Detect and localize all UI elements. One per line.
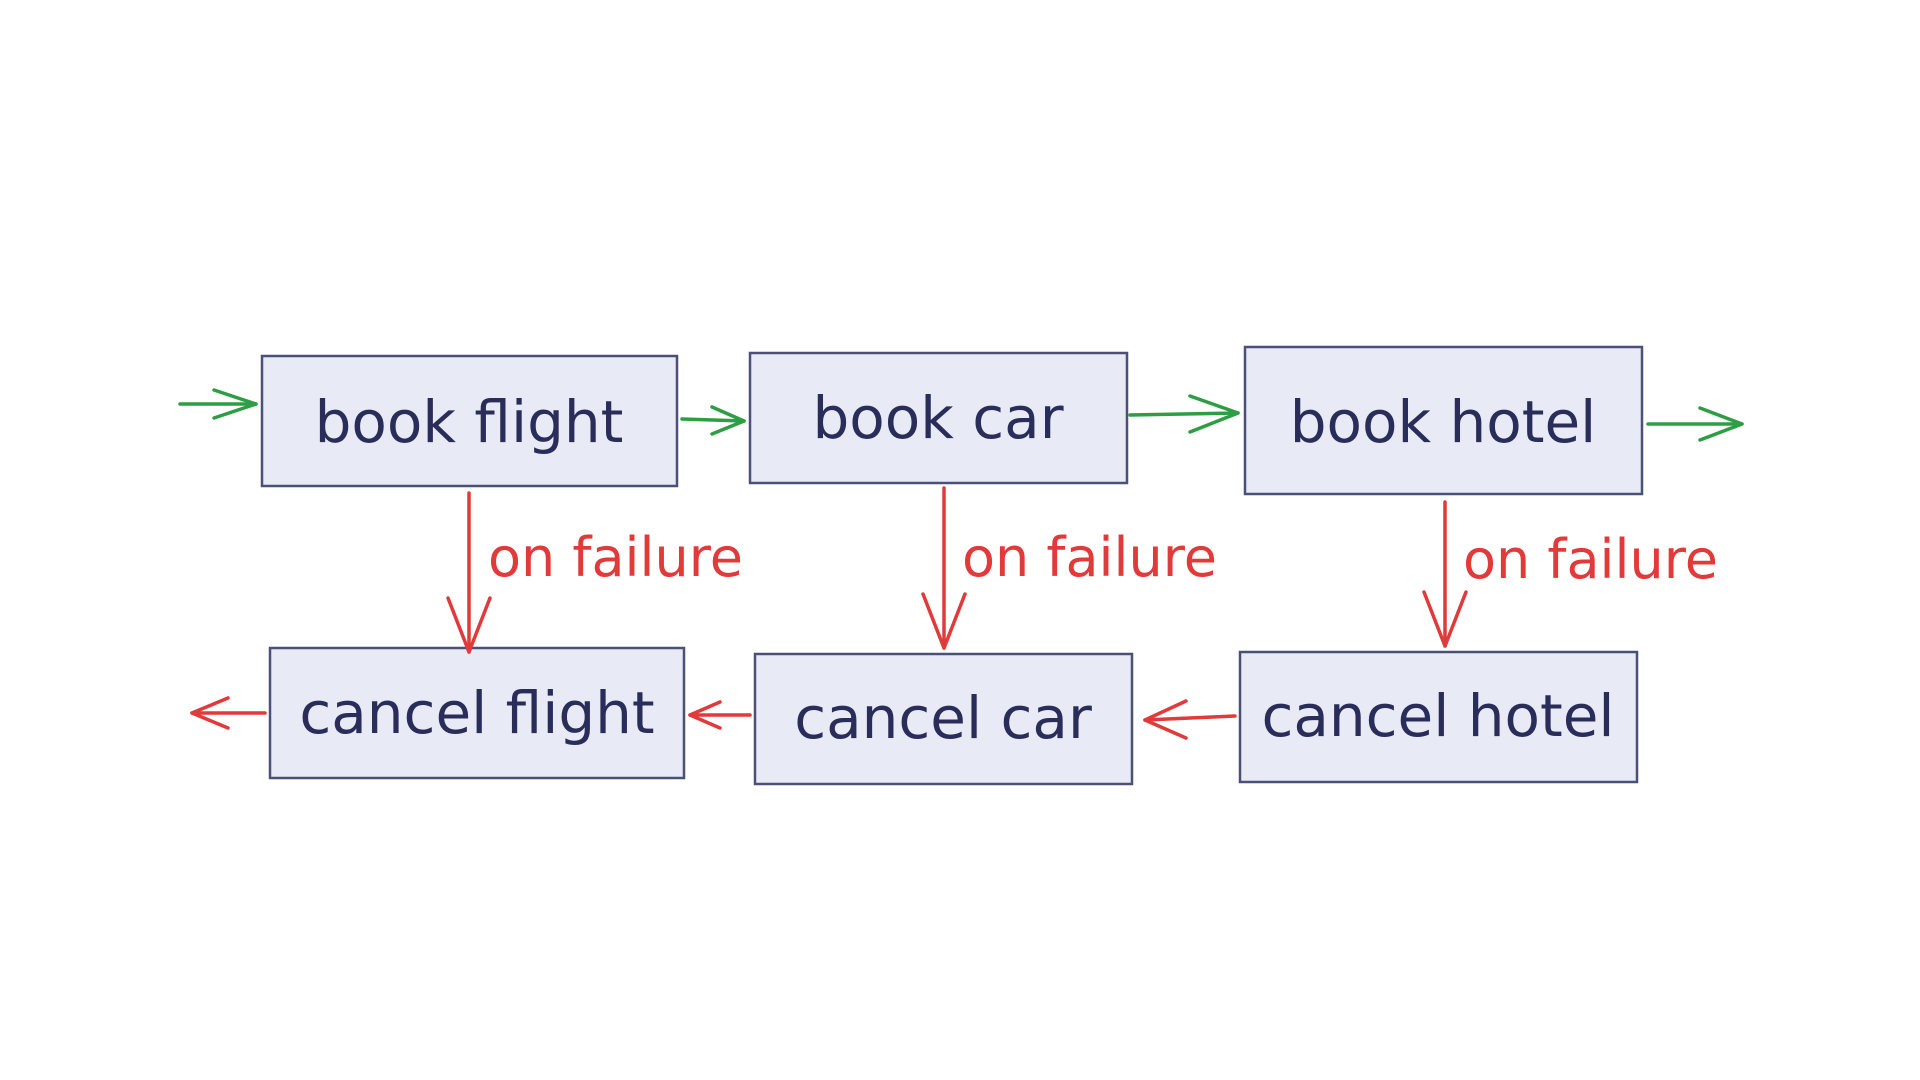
node-book-flight: book flight bbox=[260, 354, 679, 488]
node-cancel-car-label: cancel car bbox=[794, 684, 1092, 752]
node-cancel-hotel-label: cancel hotel bbox=[1261, 682, 1614, 750]
node-cancel-flight-label: cancel flight bbox=[299, 679, 654, 747]
success-arrow-exit bbox=[1646, 406, 1744, 442]
compensation-arrow-hotel-to-car bbox=[1143, 699, 1237, 740]
failure-label-car: on failure bbox=[962, 526, 1217, 589]
compensation-arrow-exit bbox=[190, 696, 267, 730]
failure-arrow-hotel bbox=[1422, 500, 1468, 648]
failure-arrow-flight bbox=[446, 491, 492, 654]
node-book-hotel-label: book hotel bbox=[1290, 388, 1597, 456]
compensation-arrow-car-to-flight bbox=[688, 700, 752, 730]
node-cancel-car: cancel car bbox=[753, 652, 1134, 786]
node-book-hotel: book hotel bbox=[1243, 345, 1644, 496]
failure-label-hotel: on failure bbox=[1463, 528, 1718, 591]
success-arrow-flight-to-car bbox=[680, 405, 746, 436]
node-cancel-hotel: cancel hotel bbox=[1238, 650, 1639, 784]
node-book-car-label: book car bbox=[812, 384, 1063, 452]
failure-arrow-car bbox=[921, 486, 967, 650]
success-arrow-entry bbox=[178, 388, 258, 420]
node-book-car: book car bbox=[748, 351, 1129, 485]
node-cancel-flight: cancel flight bbox=[268, 646, 686, 780]
failure-label-flight: on failure bbox=[488, 526, 743, 589]
success-arrow-car-to-hotel bbox=[1128, 394, 1240, 434]
node-book-flight-label: book flight bbox=[315, 388, 624, 456]
